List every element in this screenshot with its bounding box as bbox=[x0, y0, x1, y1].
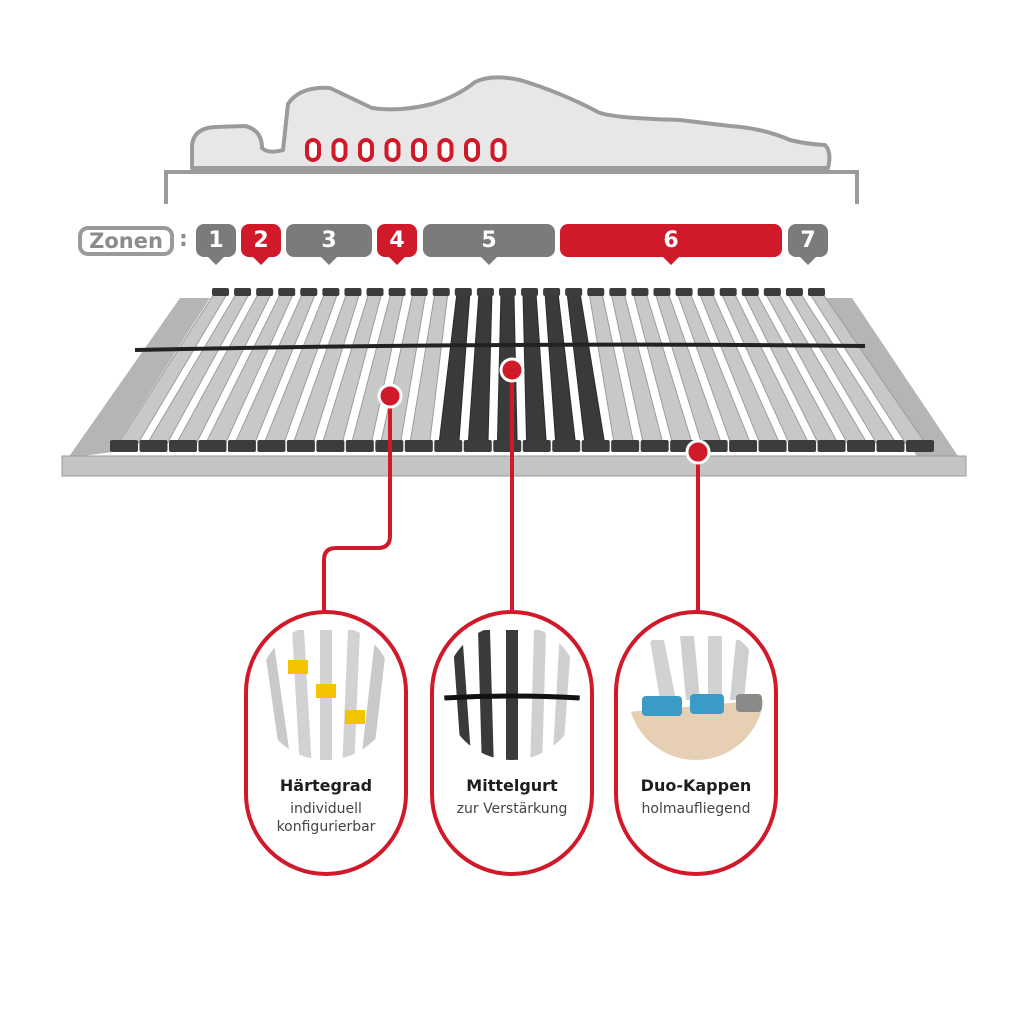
slat-cap bbox=[322, 288, 340, 296]
spring-marker bbox=[411, 138, 427, 162]
zone-badge-7: 7 bbox=[788, 224, 828, 265]
slat-cap bbox=[785, 288, 803, 296]
zone-badge-1: 1 bbox=[196, 224, 236, 265]
slat-cap bbox=[286, 440, 315, 452]
slat-cap bbox=[763, 288, 781, 296]
feature-capsule-haertegrad bbox=[244, 610, 408, 876]
slat-cap bbox=[817, 440, 846, 452]
zone-badge-5: 5 bbox=[423, 224, 555, 265]
spring-marker bbox=[437, 138, 454, 162]
slat-cap bbox=[234, 288, 252, 296]
feature-title-haertegrad: Härtegrad bbox=[279, 776, 373, 795]
spring-marker bbox=[331, 138, 348, 162]
slat-cap bbox=[675, 288, 693, 296]
slat-cap bbox=[521, 288, 539, 296]
feature-capsule-duo-kappen bbox=[614, 610, 778, 876]
slat-cap bbox=[876, 440, 905, 452]
slat-cap bbox=[788, 440, 817, 452]
slat-cap bbox=[640, 440, 669, 452]
feature-subtitle-duo-kappen: holmaufliegend bbox=[641, 801, 751, 817]
slat-cap bbox=[454, 288, 472, 296]
slat-cap bbox=[227, 440, 256, 452]
slat-dark bbox=[522, 293, 548, 451]
zones-colon: : bbox=[179, 227, 188, 252]
zone-badge-2: 2 bbox=[241, 224, 281, 265]
slat-cap bbox=[565, 288, 583, 296]
slat-cap bbox=[906, 440, 934, 452]
body-silhouette bbox=[190, 75, 832, 170]
slat-cap bbox=[366, 288, 384, 296]
zone-badge-6: 6 bbox=[560, 224, 782, 265]
slat-cap bbox=[212, 288, 229, 296]
callout-dots bbox=[377, 357, 711, 465]
slat-cap bbox=[432, 288, 450, 296]
slat-cap bbox=[404, 440, 433, 452]
slat-cap bbox=[278, 288, 296, 296]
slat-cap bbox=[257, 440, 286, 452]
slat-cap bbox=[729, 440, 758, 452]
slat-cap bbox=[300, 288, 318, 296]
slat-cap bbox=[552, 440, 581, 452]
feature-subtitle-mittelgurt: zur Verstärkung bbox=[456, 801, 568, 817]
slat-cap bbox=[476, 288, 494, 296]
slat-cap bbox=[697, 288, 715, 296]
duo-caps-icon bbox=[628, 624, 764, 760]
slat-cap bbox=[609, 288, 627, 296]
feature-capsule-mittelgurt bbox=[430, 610, 594, 876]
slat-cap bbox=[719, 288, 737, 296]
spring-marker bbox=[305, 138, 321, 162]
spring-marker bbox=[464, 138, 480, 162]
feature-title-mittelgurt: Mittelgurt bbox=[466, 776, 558, 795]
slat-cap bbox=[256, 288, 274, 296]
slat-cap bbox=[631, 288, 649, 296]
feature-title-duo-kappen: Duo-Kappen bbox=[640, 776, 752, 795]
zones-label: Zonen bbox=[78, 226, 174, 256]
slat-cap bbox=[847, 440, 876, 452]
spring-marker bbox=[384, 138, 401, 162]
slat-cap bbox=[758, 440, 787, 452]
slat-cap bbox=[345, 440, 374, 452]
slat-cap bbox=[493, 440, 522, 452]
slat-cap bbox=[139, 440, 168, 452]
slat-cap bbox=[808, 288, 825, 296]
spring-marker bbox=[490, 138, 507, 162]
slat-cap bbox=[587, 288, 605, 296]
zone-badge-3: 3 bbox=[286, 224, 372, 265]
slat-cap bbox=[741, 288, 759, 296]
slat-cap bbox=[344, 288, 362, 296]
slatted-frame bbox=[61, 288, 967, 477]
slat-cap bbox=[110, 440, 138, 452]
slat-cap bbox=[522, 440, 551, 452]
slat-cap bbox=[388, 288, 406, 296]
slat-cap bbox=[410, 288, 428, 296]
center-strap bbox=[134, 342, 866, 352]
slat-cap bbox=[498, 288, 516, 296]
slat-cap bbox=[581, 440, 610, 452]
slat-cap bbox=[463, 440, 492, 452]
zone-badge-4: 4 bbox=[377, 224, 417, 265]
spring-marker bbox=[358, 138, 374, 162]
feature-subtitle-haertegrad-line-1: individuell bbox=[290, 801, 362, 817]
slat-dark bbox=[467, 293, 493, 451]
slat-cap bbox=[434, 440, 463, 452]
slat-cap bbox=[316, 440, 345, 452]
slat-cap bbox=[198, 440, 227, 452]
slat-cap bbox=[611, 440, 640, 452]
center-strap-icon bbox=[444, 624, 580, 760]
feature-subtitle-haertegrad-line-2: konfigurierbar bbox=[276, 819, 376, 835]
slats bbox=[110, 288, 934, 452]
slat-cap bbox=[543, 288, 561, 296]
callout-lines bbox=[322, 370, 700, 614]
slat-cap bbox=[168, 440, 197, 452]
slat-cap bbox=[653, 288, 671, 296]
frame-side-left bbox=[68, 298, 210, 458]
slat-hardness-slider-icon bbox=[258, 624, 394, 760]
frame-side-right bbox=[820, 298, 958, 458]
mattress-bracket bbox=[164, 170, 859, 204]
spring-markers bbox=[305, 138, 507, 162]
